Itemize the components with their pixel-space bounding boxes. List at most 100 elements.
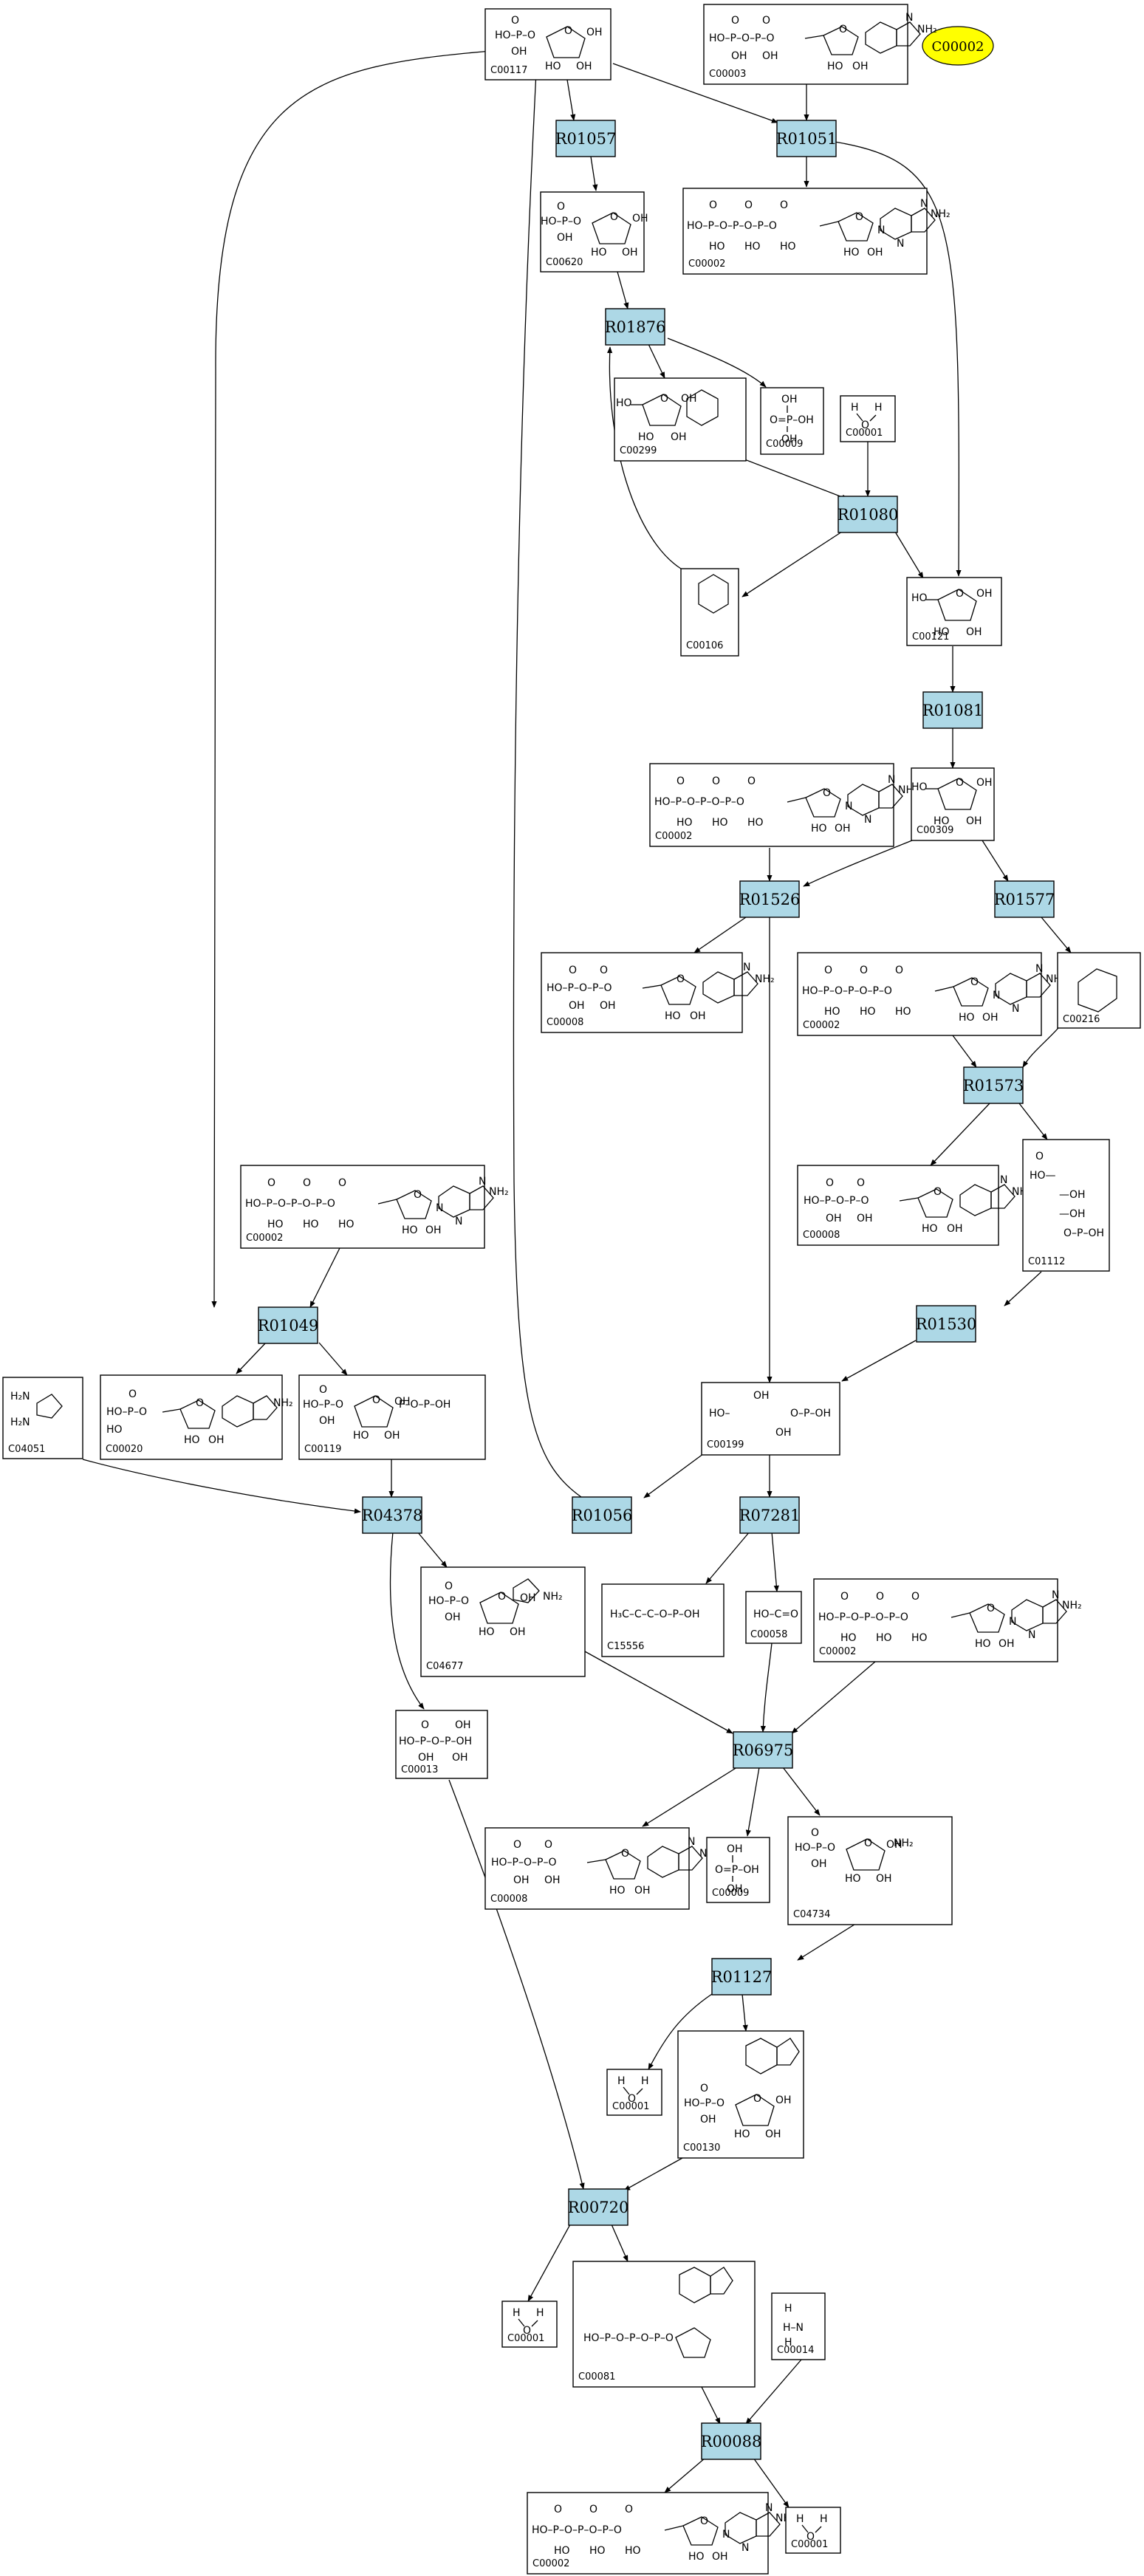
compound-node[interactable]: H₃C–C–C–O–P–OH C15556 [601, 1583, 725, 1657]
svg-text:HO–P–O–P–O–P–O: HO–P–O–P–O–P–O [583, 2332, 674, 2344]
edge-r01127-c00130 [741, 1993, 748, 2032]
compound-node[interactable]: H₂N H₂N C04051 [2, 1377, 83, 1459]
reaction-node[interactable]: R01127 [711, 1958, 773, 1996]
compound-node[interactable]: NH₂ C04677 [420, 1566, 586, 1677]
compound-node[interactable]: O HO— —OH —OH O–P–OH C01112 [1022, 1139, 1110, 1272]
compound-node[interactable]: C00008 [541, 952, 775, 1033]
edges [82, 43, 1072, 2508]
edge-r04378-c00013 [389, 1531, 425, 1710]
compound-node[interactable]: C00001 [840, 395, 896, 442]
reaction-label: R07281 [739, 1507, 801, 1524]
edge-r01080-c00121 [894, 531, 924, 579]
compound-node[interactable]: HO– OH O–P–OH OH C00199 [701, 1382, 840, 1456]
edge-r01577-c00216 [1041, 917, 1072, 953]
reaction-node[interactable]: R04378 [362, 1496, 423, 1534]
compound-node[interactable]: C00003 [703, 4, 938, 85]
compound-node[interactable]: C00009 [706, 1837, 770, 1903]
reaction-node[interactable]: R01049 [258, 1306, 319, 1344]
compound-node[interactable]: C00106 [680, 568, 739, 657]
edge-r01051-c00121 [834, 141, 962, 577]
compound-node[interactable]: HO–C=O C00058 [745, 1591, 802, 1644]
compound-id: C00020 [106, 1444, 143, 1455]
svg-text:NH₂: NH₂ [894, 1837, 914, 1849]
reaction-node[interactable]: R01081 [922, 691, 984, 729]
reaction-node[interactable]: R01080 [838, 496, 899, 533]
compound-id: C00001 [612, 2101, 649, 2112]
reaction-label: R01081 [922, 702, 984, 719]
reaction-node[interactable]: R01056 [572, 1496, 633, 1534]
compound-node[interactable]: C00216 [1057, 952, 1141, 1029]
reaction-label: R01573 [963, 1077, 1024, 1095]
reaction-label: R01526 [739, 891, 801, 908]
reaction-node[interactable]: R01876 [605, 308, 666, 346]
edge-r01056-c00117 [513, 43, 582, 1498]
reaction-node[interactable]: R01577 [994, 880, 1055, 918]
edge-r00088-c00001c [753, 2457, 790, 2508]
svg-text:H: H [784, 2337, 792, 2349]
reaction-node[interactable]: R01526 [739, 880, 801, 918]
compound-node[interactable]: C00299 [614, 377, 747, 462]
compound-node[interactable]: C00130 [677, 2030, 804, 2159]
edge-c04734-r01127 [797, 1922, 857, 1961]
edge-c04051-r04378 [82, 1459, 361, 1514]
reaction-node[interactable]: R00720 [568, 2188, 629, 2226]
compound-node[interactable]: P–O–P–OH C00119 [298, 1374, 486, 1460]
reaction-node[interactable]: R01051 [776, 120, 838, 157]
reaction-label: R01051 [776, 130, 838, 148]
edge-c00199-r01056 [643, 1447, 713, 1498]
compound-node[interactable]: HO–P–O–P–O–P–O C00081 [572, 2261, 756, 2388]
svg-text:O: O [1035, 1151, 1044, 1162]
edge-c00002-r01049 [309, 1247, 340, 1308]
reaction-node[interactable]: R07281 [739, 1496, 801, 1534]
reaction-node[interactable]: R01573 [963, 1066, 1024, 1104]
compound-node[interactable]: C00002 [797, 952, 1066, 1036]
compound-node[interactable]: H H–N H C00014 [771, 2292, 826, 2360]
compound-node[interactable]: C00002 [240, 1165, 510, 1249]
compound-node[interactable]: C00121 [906, 577, 1002, 646]
edge-c00117-r01051 [612, 63, 778, 123]
reaction-node[interactable]: R06975 [733, 1731, 794, 1769]
edge-c00013-r00720 [448, 1779, 585, 2190]
compound-node[interactable]: C00620 [540, 191, 649, 273]
compound-node[interactable]: C00002 [527, 2492, 796, 2575]
edge-c00002-r01573 [952, 1035, 977, 1068]
compound-id: C00008 [490, 1894, 527, 1905]
svg-text:H₂N: H₂N [10, 1417, 30, 1428]
reaction-node[interactable]: R01057 [555, 120, 617, 157]
edge-r01049-c00020 [236, 1342, 267, 1374]
compound-id: C00002 [819, 1646, 856, 1657]
compound-node[interactable]: C00002 [682, 188, 951, 275]
highlighted-compound[interactable]: C00002 [922, 26, 994, 66]
compound-id: C00299 [620, 445, 657, 456]
compound-node[interactable]: C00001 [606, 2069, 662, 2116]
edge-r01530-c00199 [841, 1340, 917, 1382]
compound-node[interactable]: C00008 [484, 1827, 720, 1910]
svg-text:HO–C=O: HO–C=O [753, 1609, 798, 1620]
compound-node[interactable]: C00117 [484, 8, 612, 80]
reaction-node[interactable]: R00088 [701, 2422, 762, 2460]
svg-text:O–P–OH: O–P–OH [790, 1408, 831, 1419]
edge-r07281-c15556 [705, 1531, 750, 1584]
reaction-label: R01056 [572, 1507, 633, 1524]
svg-text:H: H [784, 2303, 792, 2315]
edge-c04677-r06975 [583, 1650, 733, 1734]
edge-r06975-c00008c [642, 1767, 738, 1827]
compound-node[interactable]: C00002 [813, 1578, 1083, 1662]
compound-node[interactable]: C00001 [785, 2507, 841, 2554]
compound-node[interactable]: NH₂ C04734 [787, 1816, 953, 1925]
compound-node[interactable]: C00008 [797, 1165, 1032, 1246]
reaction-node[interactable]: R01530 [916, 1305, 977, 1343]
compound-id: C00199 [707, 1439, 744, 1450]
compound-node[interactable]: C00002 [649, 763, 919, 847]
compound-id: C00119 [304, 1444, 341, 1455]
edge-c00130-r00720 [623, 2157, 683, 2191]
compound-id: C00117 [490, 65, 527, 76]
svg-text:H₂N: H₂N [10, 1391, 30, 1402]
compound-node[interactable]: C00009 [760, 387, 824, 455]
compound-node[interactable]: C00013 [395, 1710, 488, 1779]
edge-c00106-r01876 [607, 346, 682, 569]
compound-node[interactable]: C00020 [100, 1374, 294, 1460]
svg-text:O–P–OH: O–P–OH [1063, 1227, 1104, 1239]
compound-node[interactable]: C00001 [501, 2301, 558, 2348]
compound-node[interactable]: C00309 [911, 767, 995, 841]
